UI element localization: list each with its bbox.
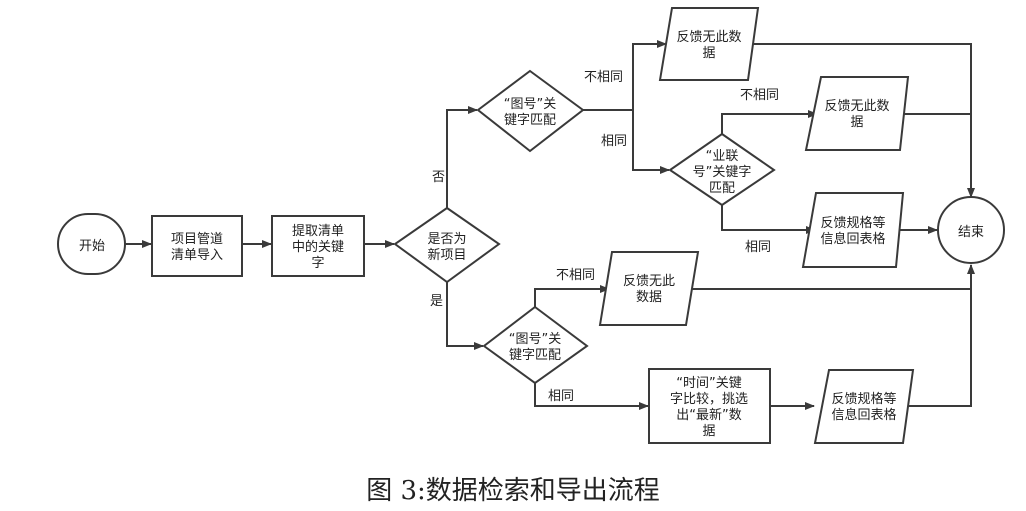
node-labels: 开始 项目管道清单导入 提取清单中的关键字 是否为新项目 “图号”关键字匹配 反…: [79, 30, 984, 439]
node-label-line: 据: [702, 424, 715, 439]
spec-output-1: [801, 192, 905, 268]
node-label-line: 键字匹配: [509, 348, 561, 363]
spec-label-2: 反馈规格等信息回表格: [831, 391, 896, 423]
yelian-label: “业联号”关键字匹配: [693, 149, 752, 196]
yelian-decision: [668, 132, 776, 207]
edge-spec2-to-end: [903, 289, 972, 407]
node-label-line: 清单导入: [171, 248, 223, 263]
node-label-line: “时间”关键: [676, 376, 741, 391]
no-data-label-1: 反馈无此数据: [676, 30, 741, 61]
node-label-line: 是否为: [427, 232, 466, 247]
node-label-line: 数据: [636, 290, 662, 305]
edge-top-match: [632, 110, 670, 174]
start-label: 开始: [79, 239, 105, 254]
import-label: 项目管道清单导入: [171, 232, 223, 263]
edge-label-top-match: 相同: [601, 134, 627, 149]
edge-label-bottom-match: 相同: [548, 389, 574, 404]
connectors: [125, 40, 975, 410]
node-label-line: 反馈规格等: [820, 215, 885, 231]
time-compare-process: [648, 368, 771, 444]
node-label-line: 信息回表格: [820, 231, 885, 247]
edge-top-mismatch: [583, 40, 667, 111]
node-label-line: 反馈无此: [623, 274, 675, 289]
node-label-line: 号”关键字: [693, 165, 752, 180]
node-label-line: 反馈无此数: [824, 99, 889, 114]
flowchart-shapes: [57, 7, 1005, 444]
node-label-line: 开始: [79, 239, 105, 254]
no-data-output-1: [658, 7, 760, 81]
edge-yelian-match: [721, 205, 816, 234]
time-compare-label: “时间”关键字比较，挑选出“最新”数据: [670, 376, 748, 439]
node-label-line: 键字匹配: [504, 113, 556, 128]
edge-bottom-mismatch: [534, 285, 610, 307]
edge-nodata3-to-end: [686, 264, 975, 290]
end-terminal: [937, 196, 1005, 264]
edge-yes-branch: [446, 282, 484, 350]
node-label-line: 反馈无此数: [676, 30, 741, 45]
node-label-line: 信息回表格: [831, 407, 896, 423]
node-label-line: 字比较，挑选: [670, 392, 748, 407]
bottom-tuhao-label: “图号”关键字匹配: [509, 332, 561, 363]
extract-process: [271, 215, 365, 277]
no-data-label-3: 反馈无此数据: [623, 274, 675, 305]
edge-label-bottom-mismatch: 不相同: [556, 268, 595, 283]
node-label-line: 结束: [958, 225, 984, 240]
edge-label-yes: 是: [430, 294, 443, 309]
node-label-line: 字: [311, 256, 324, 271]
node-label-line: 项目管道: [171, 232, 223, 247]
no-data-output-2: [804, 76, 910, 151]
node-label-line: 出“最新”数: [676, 407, 741, 423]
node-label-line: 新项目: [427, 247, 466, 263]
node-label-line: 反馈规格等: [831, 391, 896, 407]
edge-labels: 否 是 不相同 相同 不相同 相同 不相同 相同: [430, 70, 779, 404]
node-label-line: 提取清单: [292, 223, 344, 239]
top-tuhao-decision: [476, 69, 585, 153]
figure-caption: 图 3:数据检索和导出流程: [366, 476, 660, 506]
is-new-project-decision: [393, 206, 501, 284]
end-label: 结束: [958, 225, 984, 240]
edge-nodata1-to-end: [748, 43, 975, 198]
is-new-project-label: 是否为新项目: [427, 232, 466, 263]
start-terminal: [57, 213, 126, 275]
edge-label-yelian-mismatch: 不相同: [740, 88, 779, 103]
import-process: [151, 215, 243, 277]
node-label-line: 据: [702, 46, 715, 61]
edge-no-branch: [446, 106, 478, 208]
node-label-line: 据: [850, 115, 863, 130]
node-label-line: 匹配: [709, 181, 735, 196]
node-label-line: “图号”关: [509, 332, 561, 347]
edge-label-no: 否: [432, 170, 445, 185]
spec-label-1: 反馈规格等信息回表格: [820, 215, 885, 247]
extract-label: 提取清单中的关键字: [292, 223, 344, 271]
top-tuhao-label: “图号”关键字匹配: [504, 97, 556, 128]
bottom-tuhao-decision: [482, 305, 589, 385]
no-data-output-3: [598, 251, 700, 326]
node-label-line: 中的关键: [292, 239, 344, 255]
no-data-label-2: 反馈无此数据: [824, 99, 889, 130]
edge-yelian-mismatch: [721, 110, 818, 134]
flowchart: 开始 项目管道清单导入 提取清单中的关键字 是否为新项目 “图号”关键字匹配 反…: [57, 7, 1005, 444]
node-label-line: “业联: [706, 149, 739, 164]
edge-label-yelian-match: 相同: [745, 240, 771, 255]
node-label-line: “图号”关: [504, 97, 556, 112]
spec-output-2: [813, 369, 915, 444]
edge-label-top-mismatch: 不相同: [584, 70, 623, 85]
edge-bottom-match: [534, 383, 649, 410]
